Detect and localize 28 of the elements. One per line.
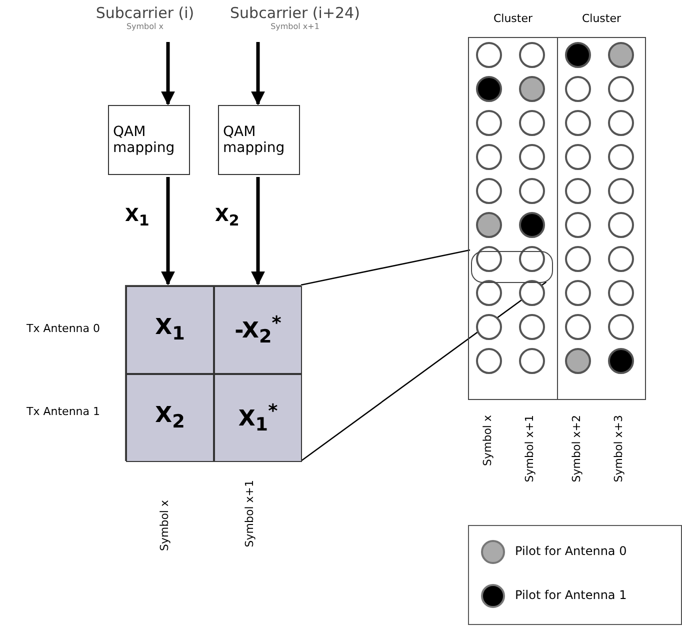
axis-label: Symbol x+1 bbox=[523, 415, 536, 482]
process-box: QAM mapping bbox=[108, 105, 190, 175]
zoom-line bbox=[300, 249, 470, 286]
cluster-heading: Cluster bbox=[492, 12, 534, 25]
matrix-cell: X$_{1}$ bbox=[126, 286, 214, 374]
axis-label: Symbol x+2 bbox=[570, 415, 583, 482]
legend-text: Pilot for Antenna 1 bbox=[515, 588, 627, 602]
arrow bbox=[161, 42, 175, 106]
axis-label: Symbol x+1 bbox=[243, 480, 256, 548]
axis-label: Symbol x bbox=[158, 500, 171, 551]
row-label: Tx Antenna 0 bbox=[26, 322, 100, 335]
input-label: Subcarrier (i) bbox=[94, 4, 196, 22]
arrow bbox=[251, 42, 265, 106]
highlight-outline bbox=[471, 251, 553, 283]
legend-text: Pilot for Antenna 0 bbox=[515, 544, 627, 558]
symbol-note: Symbol x+1 bbox=[270, 22, 320, 31]
input-label: Subcarrier (i+24) bbox=[229, 4, 361, 22]
row-label: Tx Antenna 1 bbox=[26, 405, 100, 418]
zoom-line bbox=[300, 281, 547, 462]
process-box: QAM mapping bbox=[218, 105, 300, 175]
matrix-cell: X$_{2}$ bbox=[126, 374, 214, 462]
arrow bbox=[161, 177, 175, 286]
axis-label: Symbol x+3 bbox=[612, 415, 625, 482]
arrow bbox=[251, 177, 265, 286]
cluster-heading: Cluster bbox=[580, 12, 622, 25]
axis-label: Symbol x bbox=[481, 415, 494, 466]
matrix-grid bbox=[125, 285, 301, 461]
symbol-note: Symbol x bbox=[125, 22, 165, 31]
